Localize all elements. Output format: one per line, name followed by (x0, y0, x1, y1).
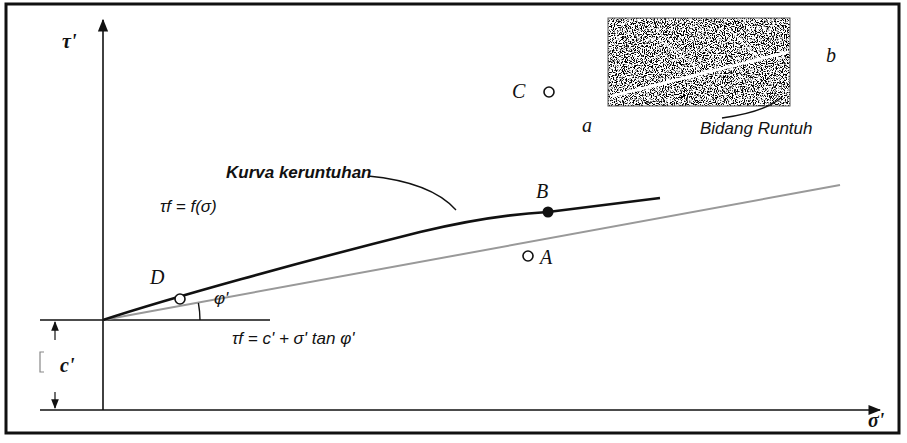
angle-arc (198, 303, 200, 320)
point-label: C (512, 80, 525, 102)
end-label: b (826, 44, 836, 66)
point-label: B (536, 180, 548, 202)
angle-label: φ' (214, 290, 228, 309)
sample-border (608, 18, 790, 106)
failure-plane (612, 52, 788, 96)
point-label: A (540, 246, 552, 268)
leader-line (368, 176, 456, 210)
crack (730, 30, 760, 60)
callout-label: Bidang Runtuh (700, 120, 812, 139)
reference-line (40, 409, 103, 410)
dimension-arrow (54, 392, 55, 408)
reference-line (40, 319, 270, 320)
axis-label: τ' (62, 30, 76, 52)
tau-axis (102, 20, 104, 410)
soil-texture (608, 18, 790, 106)
axis-label: σ' (868, 409, 884, 431)
callout-label: Kurva keruntuhan (226, 164, 371, 183)
sigma-axis (103, 409, 880, 411)
leader-line (722, 97, 782, 118)
point-b (543, 207, 554, 218)
point-c (544, 87, 554, 97)
equation-label: τf = c' + σ' tan φ' (232, 330, 355, 349)
bracket (40, 352, 44, 372)
point-d (175, 294, 185, 304)
point-label: D (150, 266, 164, 288)
equation-label: τf = f(σ) (160, 198, 217, 217)
dimension-label: c' (60, 354, 74, 376)
dimension-arrow (54, 322, 55, 340)
failure-curve (103, 198, 660, 320)
coulomb-line (103, 185, 840, 320)
point-a (523, 251, 533, 261)
end-label: a (582, 114, 592, 136)
soil-sample (608, 18, 790, 106)
crack (660, 40, 700, 70)
frame (6, 4, 899, 433)
